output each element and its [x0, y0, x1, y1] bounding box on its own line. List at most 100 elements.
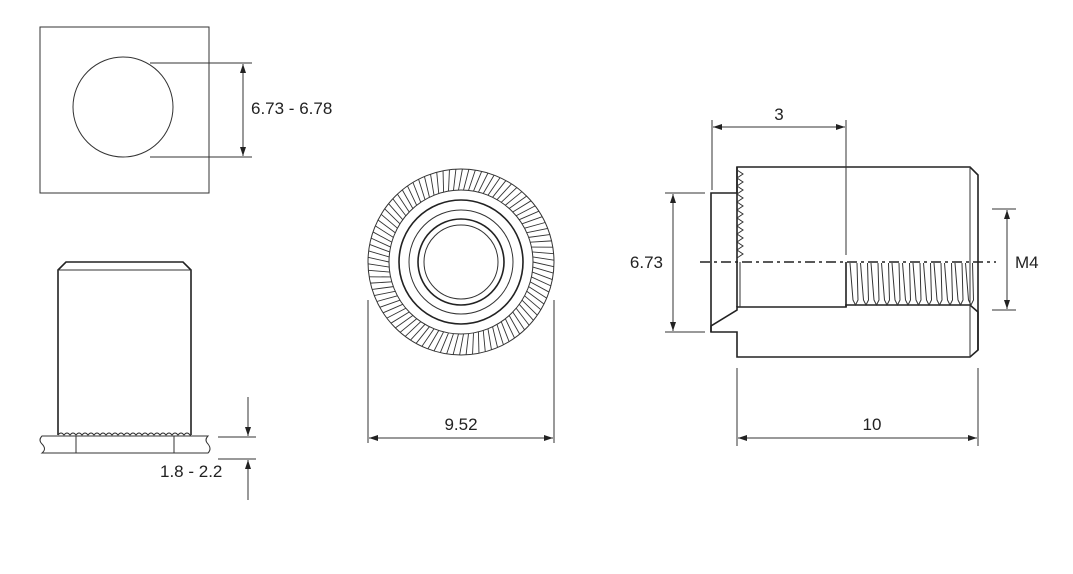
knurl-tooth [377, 219, 396, 234]
knurl-tooth [386, 307, 407, 319]
knurl-tooth [392, 198, 407, 216]
knurl-tooth [453, 169, 457, 191]
knurl-tooth [436, 172, 440, 194]
knurl-tooth [532, 261, 554, 268]
knurl-tooth [468, 169, 476, 191]
knurl-tooth [528, 234, 550, 238]
thread-tooth [860, 262, 870, 307]
mounting-hole-view: 6.73 - 6.78 [39, 26, 332, 194]
knurl-tooth [379, 299, 401, 308]
knurl-tooth [375, 225, 394, 238]
knurl-tooth [530, 240, 552, 243]
thread-size-label: M4 [1015, 253, 1039, 272]
knurl-tooth [399, 318, 417, 333]
knurl-tooth [421, 328, 435, 347]
knurl-tooth [500, 187, 518, 203]
knurl-tooth [531, 276, 552, 287]
knurl-tooth [446, 333, 454, 355]
section-view: 3 6.73 M4 10 [630, 105, 1039, 446]
knurl-tooth [482, 330, 486, 352]
knurl-tooth [372, 231, 393, 243]
knurl-tooth [515, 308, 530, 326]
knurl-tooth [439, 332, 449, 353]
thread-tooth [870, 262, 880, 307]
knurl-tooth [370, 281, 392, 284]
knurl-tooth [496, 324, 504, 345]
knurl-tooth [532, 256, 555, 261]
knurl-tooth [505, 191, 523, 206]
thread-tooth [933, 262, 943, 307]
hole-diameter-label: 6.73 - 6.78 [251, 99, 332, 118]
flange-length-label: 3 [774, 105, 783, 124]
knurl-tooth [529, 281, 550, 293]
knurl-tooth [519, 210, 540, 221]
knurl-tooth [508, 195, 527, 209]
knurl-tooth [477, 331, 480, 354]
knurl-tooth [473, 171, 483, 192]
thread-tooth [944, 262, 954, 307]
outer-diameter-label: 9.52 [444, 415, 477, 434]
knurl-serration [736, 169, 744, 259]
knurl-tooth [390, 311, 410, 324]
knurl-tooth [369, 244, 390, 253]
knurl-tooth [388, 203, 404, 220]
knurl-tooth [496, 183, 512, 200]
knurl-tooth [424, 176, 430, 198]
knurl-tooth [521, 216, 543, 225]
knurl-tooth [518, 304, 534, 321]
knurl-tooth [521, 299, 538, 316]
knurl-tooth [368, 250, 390, 258]
thread-tooth [923, 262, 933, 307]
knurl-tooth [500, 321, 510, 342]
knurl-tooth [526, 290, 545, 305]
knurl-tooth [504, 318, 515, 339]
knurl-tooth [415, 326, 430, 344]
knurl-tooth [382, 303, 403, 314]
end-view: 9.52 [367, 168, 555, 443]
knurl-tooth [524, 222, 546, 229]
knurl-tooth [397, 193, 410, 213]
knurl-tooth [452, 333, 459, 355]
knurl-tooth [427, 330, 440, 350]
knurl-tooth [465, 333, 469, 355]
knurl-tooth [532, 251, 554, 255]
knurl-tooth [410, 324, 426, 341]
knurl-tooth [512, 200, 532, 213]
knurl-tooth [404, 321, 422, 337]
knurl-tooth [528, 286, 547, 299]
knurl-tooth [459, 333, 464, 356]
knurl-tooth [367, 263, 390, 268]
thread-tooth [912, 262, 922, 307]
knurl-tooth [376, 295, 398, 302]
knurl-tooth [430, 174, 435, 196]
knurl-tooth [508, 315, 521, 335]
knurl-tooth [395, 315, 414, 329]
thread-tooth [965, 262, 975, 307]
thread-tooth [849, 262, 859, 307]
knurl-tooth [463, 169, 470, 191]
sheet-thickness-label: 1.8 - 2.2 [160, 462, 222, 481]
thread-tooth [902, 262, 912, 307]
knurl-tooth [472, 332, 474, 355]
knurl-tooth [368, 256, 390, 263]
thread-tooth [891, 262, 901, 307]
knurl-tooth [458, 168, 463, 191]
knurl-tooth [532, 271, 553, 280]
knurl-tooth [515, 205, 536, 217]
knurl-tooth [412, 182, 422, 203]
knurl-tooth [407, 185, 418, 206]
knurl-tooth [372, 286, 394, 290]
shank-diameter-label: 6.73 [630, 253, 663, 272]
knurl-tooth [478, 172, 489, 193]
knurl-tooth [487, 177, 501, 196]
length-label: 10 [863, 415, 882, 434]
installed-side-view: 1.8 - 2.2 [39, 261, 256, 500]
knurl-tooth [401, 189, 414, 209]
thread-tooth [954, 262, 964, 307]
knurl-tooth [370, 237, 391, 248]
thread-tooth [881, 262, 891, 307]
knurl-tooth [526, 228, 548, 234]
knurl-tooth [384, 208, 401, 225]
knurl-tooth [524, 295, 542, 311]
